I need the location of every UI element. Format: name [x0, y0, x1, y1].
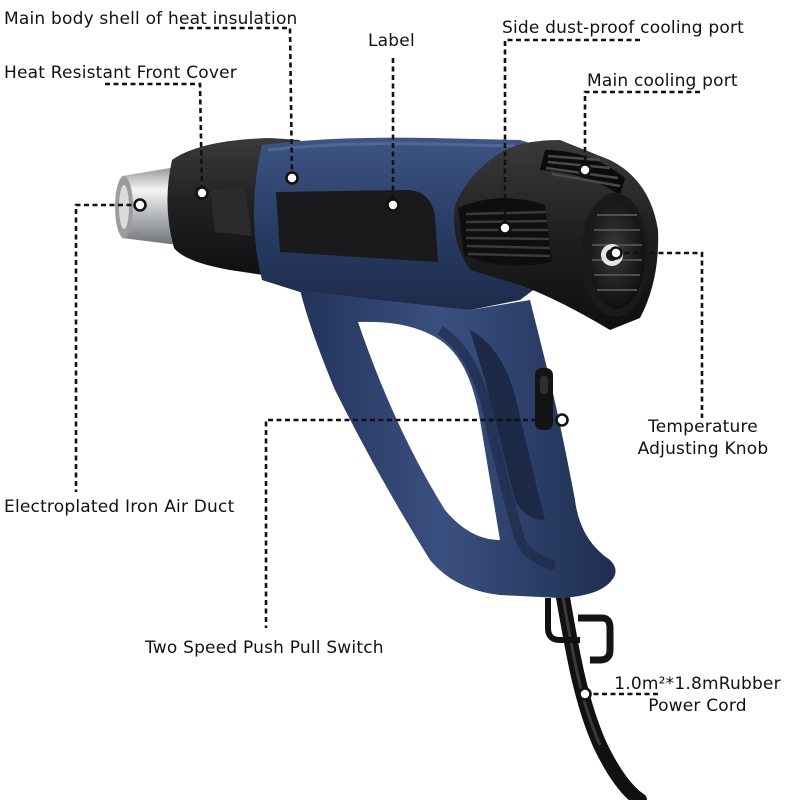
label-switch: Two Speed Push Pull Switch — [145, 638, 384, 658]
leader-air-duct — [74, 203, 140, 492]
leader-dots — [133, 163, 623, 701]
label-temp-knob-line1: Temperature — [648, 417, 758, 437]
label-main-port: Main cooling port — [587, 71, 738, 91]
leader-front-cover — [105, 82, 204, 194]
leader-switch — [264, 418, 562, 628]
dot-main-body — [285, 171, 299, 185]
label-panel — [276, 190, 438, 262]
label-side-port: Side dust-proof cooling port — [502, 18, 744, 38]
dot-label — [386, 198, 400, 212]
label-front-cover: Heat Resistant Front Cover — [4, 63, 237, 83]
label-cord: 1.0m²*1.8mRubber Power Cord — [610, 673, 785, 717]
label-cord-line2: Power Cord — [648, 696, 747, 716]
label-main-body-shell: Main body shell of heat insulation — [4, 9, 298, 29]
power-cord — [545, 573, 647, 800]
handle — [300, 290, 616, 598]
dot-cord — [578, 687, 592, 701]
leader-main-port — [583, 90, 700, 168]
leader-main-body — [180, 26, 294, 179]
label-cord-line1: 1.0m²*1.8mRubber — [614, 674, 781, 694]
dot-main-port — [578, 163, 592, 177]
leader-side-port — [503, 38, 640, 228]
two-speed-switch[interactable] — [535, 368, 553, 430]
cord-hang-loop — [578, 614, 614, 664]
leader-temp-knob — [616, 251, 704, 418]
label-temp-knob: Temperature Adjusting Knob — [628, 416, 778, 460]
dot-switch — [555, 413, 569, 427]
label-label: Label — [368, 31, 415, 51]
dot-front-cover — [195, 186, 209, 200]
dot-temp-knob — [609, 246, 623, 260]
grip-insert — [470, 330, 545, 520]
dot-side-port — [498, 221, 512, 235]
dot-air-duct — [133, 198, 147, 212]
leader-lines — [74, 26, 704, 696]
label-air-duct: Electroplated Iron Air Duct — [4, 497, 235, 517]
label-temp-knob-line2: Adjusting Knob — [637, 439, 769, 459]
